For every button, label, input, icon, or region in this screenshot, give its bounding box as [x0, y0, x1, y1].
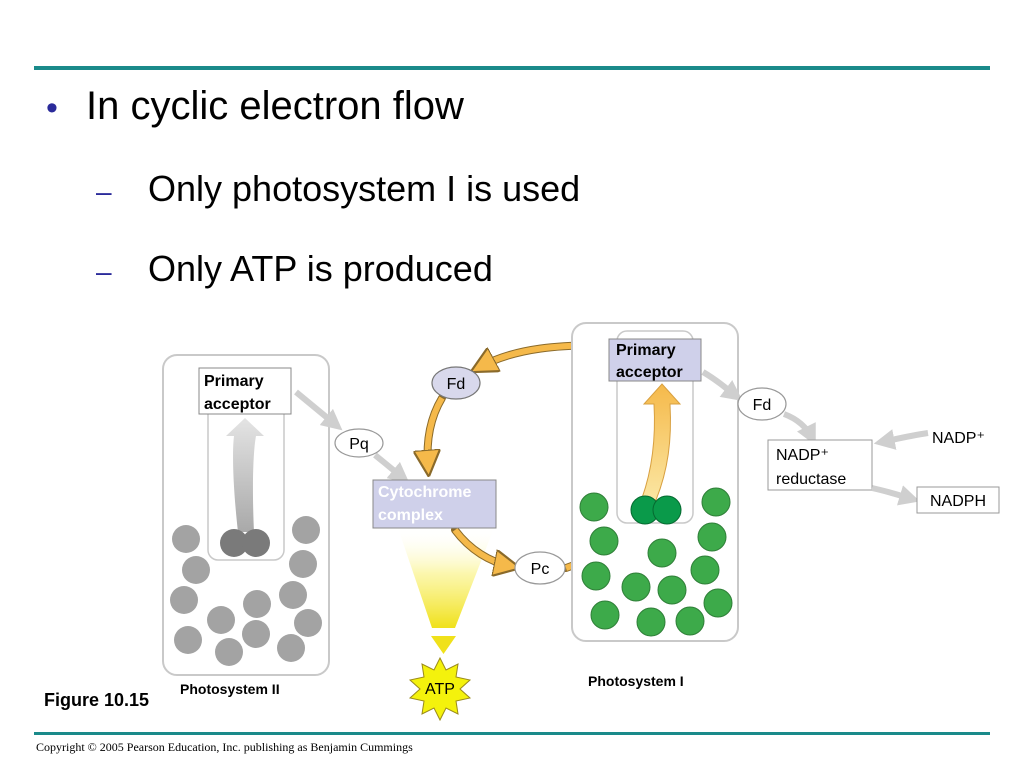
photosystem-ii: Primary acceptor Photosystem II	[162, 354, 330, 697]
pigment-gray	[170, 586, 198, 614]
pc-label: Pc	[531, 561, 550, 578]
ps1-primary-acceptor-box	[608, 338, 702, 382]
atp-star: ATP	[408, 656, 472, 722]
figure-label: Figure 10.15	[44, 690, 150, 710]
pigment-gray	[243, 590, 271, 618]
photosystem-i-reaction-center	[630, 495, 682, 525]
p680-pigment	[242, 529, 270, 557]
bullet-sub-2: – Only ATP is produced	[96, 248, 493, 290]
photosystem-ii-pigments	[170, 516, 322, 666]
pigment-green	[690, 555, 720, 585]
cycle-arrow-cytochrome-to-pc	[452, 528, 510, 566]
pigment-gray	[207, 606, 235, 634]
atp-beam-arrowhead	[431, 636, 456, 654]
bullet-dash: –	[96, 256, 112, 287]
ps2-primary-acceptor-box	[198, 367, 292, 415]
cycle-arrow-fd-to-cytochrome	[428, 396, 445, 466]
pigment-gray	[289, 550, 317, 578]
gray-arrow-to-cytochrome	[373, 452, 410, 484]
nadp-plus-label: NADP⁺	[932, 430, 985, 447]
pigment-green	[581, 561, 611, 591]
bullet-sub-1: – Only photosystem I is used	[96, 168, 580, 210]
pq-label: Pq	[349, 436, 369, 453]
fd-cycle-carrier	[431, 366, 481, 400]
nadp-reductase-line-2: reductase	[776, 471, 846, 488]
pigment-green	[675, 606, 705, 636]
pigment-green	[697, 522, 727, 552]
atp-energy-beam	[398, 528, 494, 628]
bullet-dash: –	[96, 176, 112, 207]
bullet-main: • In cyclic electron flow	[46, 84, 464, 129]
gray-arrow-to-pq	[294, 389, 343, 431]
photosystem-i: Primary acceptor Photosystem I	[571, 322, 739, 689]
pigment-green	[657, 575, 687, 605]
cytochrome-label-line-1: Cytochrome	[378, 484, 471, 501]
pigment-green	[647, 538, 677, 568]
bottom-divider	[34, 732, 990, 735]
photosystem-ii-excitation-arrow	[226, 418, 264, 532]
pigment-gray	[292, 516, 320, 544]
pigment-gray	[242, 620, 270, 648]
pigment-green	[703, 588, 733, 618]
nadph-label: NADPH	[930, 493, 986, 510]
pigment-green	[701, 487, 731, 517]
pigment-green	[579, 492, 609, 522]
pigment-gray	[174, 626, 202, 654]
ps1-primary-acceptor-line-2: acceptor	[616, 364, 683, 381]
cytochrome-label-line-2: complex	[378, 507, 443, 524]
bullet-dot: •	[46, 89, 58, 127]
photosystem-ii-reaction-center	[220, 529, 270, 557]
pigment-green	[589, 526, 619, 556]
p680-pigment	[220, 529, 248, 557]
pigment-green	[636, 607, 666, 637]
top-divider	[34, 66, 990, 70]
atp-star-shape	[408, 656, 472, 722]
bullet-sub-2-text: Only ATP is produced	[148, 248, 493, 289]
pigment-gray	[182, 556, 210, 584]
gray-arrow-to-fd-right	[701, 369, 743, 402]
fd-cycle-label: Fd	[447, 376, 466, 393]
pigment-gray	[294, 609, 322, 637]
photosystem-ii-label: Photosystem II	[180, 681, 280, 697]
nadp-reductase-box	[767, 439, 873, 491]
photosystem-i-label: Photosystem I	[588, 673, 684, 689]
ps1-primary-acceptor-line-1: Primary	[616, 342, 676, 359]
pigment-gray	[277, 634, 305, 662]
gray-arrow-to-reductase	[782, 411, 816, 446]
photosystem-i-excitation-arrow	[641, 383, 682, 501]
ps2-primary-acceptor-line-2: acceptor	[204, 396, 271, 413]
nadph-box	[916, 486, 1000, 514]
bullet-main-text: In cyclic electron flow	[86, 84, 464, 128]
pigment-gray	[215, 638, 243, 666]
p700-pigment	[652, 495, 682, 525]
pigment-gray	[172, 525, 200, 553]
fd-right-carrier	[737, 387, 787, 421]
atp-label: ATP	[425, 681, 455, 698]
gray-arrow-nadp-in	[873, 429, 929, 450]
photosystem-i-pigments	[579, 487, 733, 637]
fd-right-label: Fd	[753, 397, 772, 414]
copyright-notice: Copyright © 2005 Pearson Education, Inc.…	[36, 740, 413, 754]
pigment-green	[621, 572, 651, 602]
pc-carrier	[514, 551, 566, 585]
pigment-gray	[279, 581, 307, 609]
pigment-green	[590, 600, 620, 630]
pq-carrier	[334, 428, 384, 458]
ps2-primary-acceptor-line-1: Primary	[204, 373, 264, 390]
nadp-reductase-line-1: NADP⁺	[776, 447, 829, 464]
gray-arrow-nadph-out	[871, 485, 921, 506]
cytochrome-complex	[372, 479, 497, 529]
bullet-sub-1-text: Only photosystem I is used	[148, 168, 581, 209]
